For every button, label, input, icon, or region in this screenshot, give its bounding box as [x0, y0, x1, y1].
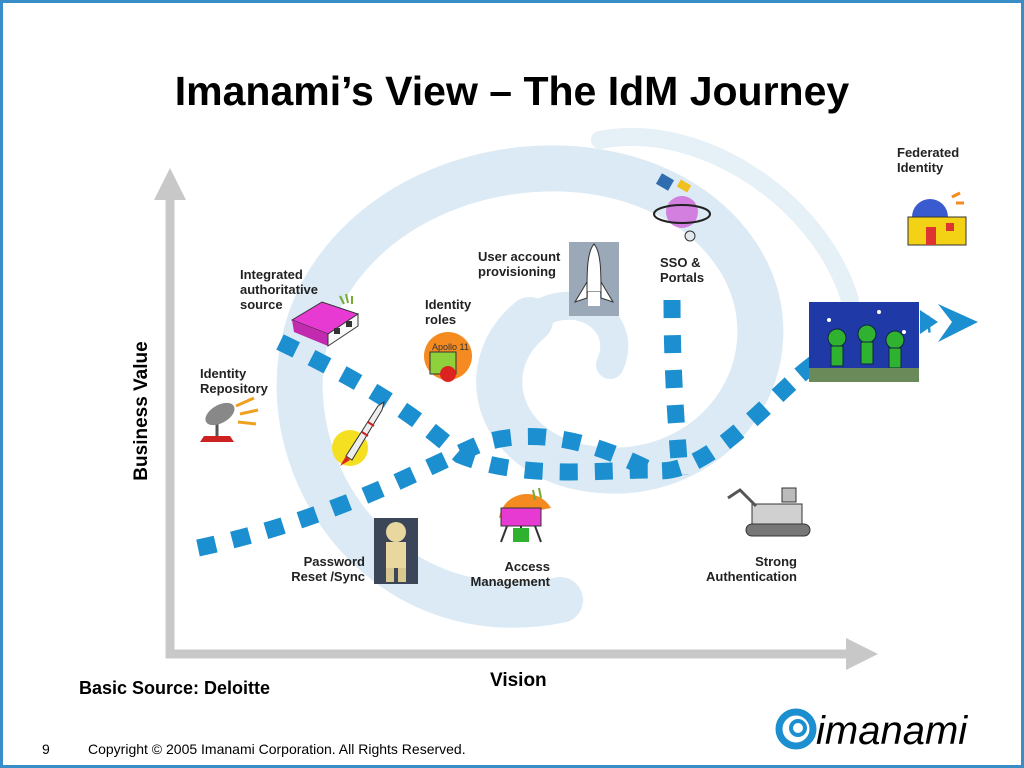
- label-password-reset: Password Reset /Sync: [291, 554, 365, 584]
- logo-text: imanami: [816, 709, 968, 751]
- path-arrow-head: [938, 304, 978, 342]
- apollo-badge-icon: Apollo 11: [424, 332, 472, 382]
- satellite-dish-icon: [200, 396, 259, 442]
- label-access-management: Access Management: [470, 559, 550, 589]
- label-strong-authentication: Strong Authentication: [706, 554, 797, 584]
- satellite-planet-icon: [653, 173, 711, 242]
- page-number: 9: [42, 741, 50, 757]
- building-icon: [290, 293, 360, 347]
- space-shuttle-icon: [569, 242, 619, 316]
- source-note: Basic Source: Deloitte: [79, 678, 271, 698]
- lunar-module-icon: [499, 487, 551, 543]
- observatory-icon: [907, 191, 967, 246]
- y-axis-label: Business Value: [131, 341, 152, 481]
- astronaut-icon: [374, 518, 418, 584]
- label-integrated-source: Integrated authoritative source: [240, 267, 319, 312]
- imanami-logo: imanami: [775, 708, 968, 751]
- slide-title: Imanami’s View – The IdM Journey: [174, 68, 850, 114]
- label-user-provisioning: User account provisioning: [478, 249, 561, 279]
- x-axis-label: Vision: [490, 670, 547, 691]
- label-identity-roles: Identity roles: [425, 297, 472, 327]
- aliens-image-icon: [809, 302, 919, 382]
- path-sso: [663, 299, 689, 476]
- label-identity-repository: Identity Repository: [200, 366, 268, 396]
- label-federated-identity: Federated Identity: [897, 145, 960, 175]
- robot-rover-icon: [727, 487, 811, 537]
- axes: [154, 168, 878, 670]
- label-sso-portals: SSO & Portals: [660, 255, 705, 285]
- copyright-notice: Copyright © 2005 Imanami Corporation. Al…: [88, 741, 466, 757]
- path-lower: [196, 368, 806, 557]
- apollo-label: Apollo 11: [432, 342, 469, 352]
- rocket-icon: [332, 400, 385, 466]
- path-upper: [276, 334, 651, 481]
